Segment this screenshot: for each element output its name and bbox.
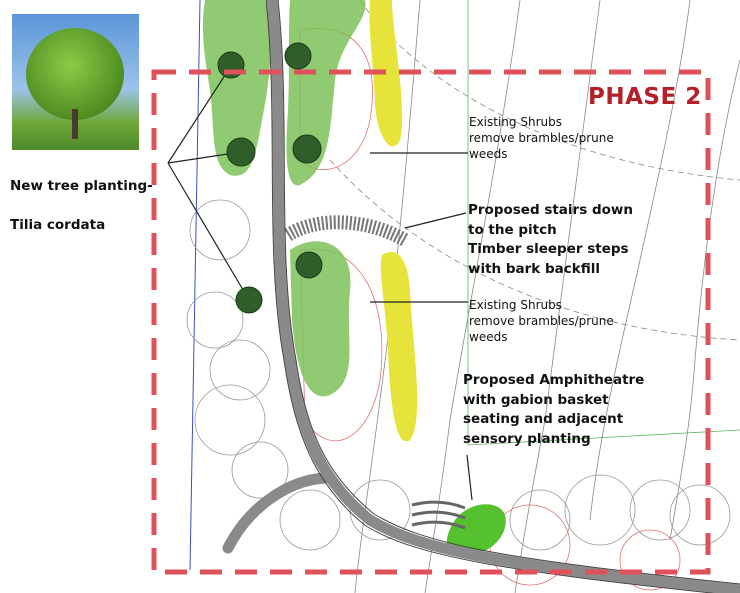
planting-areas: [202, 0, 506, 556]
proposed-stairs: [284, 215, 409, 247]
new-tree-icon: [284, 42, 312, 70]
phase-title: PHASE 2: [588, 84, 702, 110]
new-tree-icon: [226, 137, 256, 167]
tree-planting-label: New tree planting- Tilia cordata: [10, 157, 153, 255]
tree-label-line2: Tilia cordata: [10, 216, 106, 233]
tree-photo: [12, 14, 139, 150]
new-tree-icon: [235, 286, 263, 314]
phase-boundary: [151, 69, 711, 575]
annotation-existing-shrubs-2: Existing Shrubs remove brambles/prune we…: [469, 298, 614, 344]
annotation-amphitheatre: Proposed Amphitheatre with gabion basket…: [463, 372, 645, 447]
new-tree-icon: [295, 251, 323, 279]
footpath-edge: [265, 0, 740, 593]
tree-crown-image: [26, 28, 124, 120]
new-tree-markers: [217, 42, 323, 314]
boundary-line: [467, 0, 740, 446]
existing-canopies: [186, 199, 731, 551]
annotation-proposed-stairs: Proposed stairs down to the pitch Timber…: [468, 202, 633, 277]
annotation-existing-shrubs-1: Existing Shrubs remove brambles/prune we…: [469, 115, 614, 161]
amphitheatre-seating: [411, 500, 466, 530]
new-tree-icon: [292, 134, 322, 164]
tree-trunk-image: [72, 109, 78, 139]
fence-line: [189, 0, 201, 571]
tree-label-line1: New tree planting-: [10, 177, 153, 194]
footpath: [222, 0, 740, 593]
